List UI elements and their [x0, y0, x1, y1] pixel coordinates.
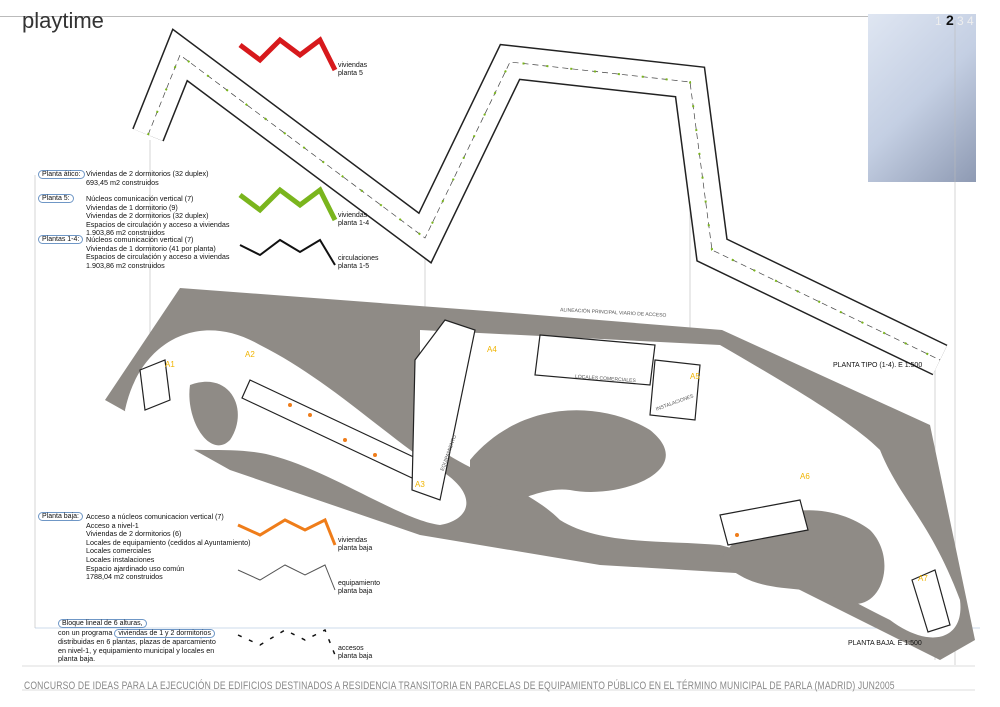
legend-swatch-equipamiento	[237, 564, 336, 591]
page-number-3[interactable]: 3	[957, 14, 964, 28]
typical-floor-plan	[132, 28, 948, 376]
desc-plantas-1-4: Núcleos comunicación vertical (7) Vivien…	[86, 235, 230, 270]
legend-label-accesos: accesos planta baja	[338, 645, 373, 660]
access-a2: A2	[245, 350, 255, 359]
legend-label-viviendas-planta-5: viviendas planta 5	[338, 62, 368, 77]
summary-rest: distribuidas en 6 plantas, plazas de apa…	[58, 637, 216, 664]
summary-text: Bloque lineal de 6 alturas, con un progr…	[58, 619, 216, 664]
access-a4: A4	[487, 345, 497, 354]
label-planta-tipo: PLANTA TIPO (1-4). E 1:500	[833, 362, 923, 369]
tag-planta-5: Planta 5:	[38, 194, 74, 203]
legend-label-viviendas-planta-baja: viviendas planta baja	[338, 537, 373, 552]
page-number-1[interactable]: 1	[935, 14, 942, 28]
tag-planta-baja: Planta baja:	[38, 512, 83, 521]
access-a5: A5	[690, 372, 700, 381]
legend-swatch-circulaciones	[239, 238, 336, 266]
summary-highlight-1: Bloque lineal de 6 alturas,	[58, 619, 147, 628]
access-a3: A3	[415, 480, 425, 489]
legend-swatch-viviendas-baja	[237, 517, 337, 546]
legend-swatch-planta-5	[238, 36, 338, 72]
label-planta-baja: PLANTA BAJA. E 1:500	[848, 640, 922, 647]
legend-label-viviendas-planta-1-4: viviendas planta 1-4	[338, 212, 370, 227]
access-a1: A1	[165, 360, 175, 369]
summary-highlight-2: viviendas de 1 y 2 dormitorios	[114, 628, 215, 638]
page-number-2[interactable]: 2	[946, 12, 954, 28]
ground-floor-plan	[105, 288, 975, 660]
desc-planta-baja: Acceso a núcleos comunicacion vertical (…	[86, 512, 251, 582]
tag-plantas-1-4: Plantas 1-4:	[38, 235, 84, 244]
access-a6: A6	[800, 472, 810, 481]
top-rule	[0, 16, 945, 17]
legend-swatch-planta-1-4	[238, 186, 338, 222]
access-a7: A7	[918, 574, 928, 583]
legend-label-equipamiento: equipamiento planta baja	[338, 580, 381, 595]
page-title: playtime	[22, 8, 104, 33]
desc-planta-5: Núcleos comunicación vertical (7) Vivien…	[86, 194, 230, 238]
desc-planta-atico: Viviendas de 2 dormitorios (32 duplex) 6…	[86, 169, 209, 187]
legend-swatch-accesos	[237, 628, 336, 656]
tag-planta-atico: Planta ático:	[38, 170, 85, 179]
legend-label-circulaciones: circulaciones planta 1-5	[338, 255, 379, 270]
page-number-4[interactable]: 4	[967, 14, 974, 28]
model-photo	[868, 14, 976, 182]
footer-title: CONCURSO DE IDEAS PARA LA EJECUCIÓN DE E…	[24, 680, 895, 692]
summary-line: con un programa	[58, 627, 115, 637]
